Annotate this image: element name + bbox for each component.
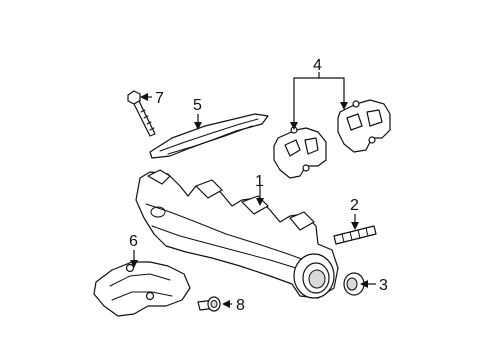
part-7-bolt xyxy=(127,90,156,137)
callout-1: 1 xyxy=(255,173,264,190)
callout-5: 5 xyxy=(193,97,202,114)
callout-6: 6 xyxy=(129,233,138,250)
callout-3: 3 xyxy=(379,277,388,294)
leader-lines xyxy=(130,72,376,308)
part-2-stud xyxy=(333,225,377,245)
part-4-gaskets xyxy=(273,99,391,179)
callout-7: 7 xyxy=(155,90,164,107)
part-1-exhaust-manifold xyxy=(135,169,339,299)
callout-4: 4 xyxy=(313,57,322,74)
callout-2: 2 xyxy=(350,197,359,214)
callout-8: 8 xyxy=(236,297,245,314)
part-6-lower-shield xyxy=(93,261,191,317)
part-8-bolt xyxy=(197,296,221,312)
callout-labels: 1 2 3 4 5 6 7 8 xyxy=(129,57,388,314)
part-5-heat-shield xyxy=(149,113,269,159)
